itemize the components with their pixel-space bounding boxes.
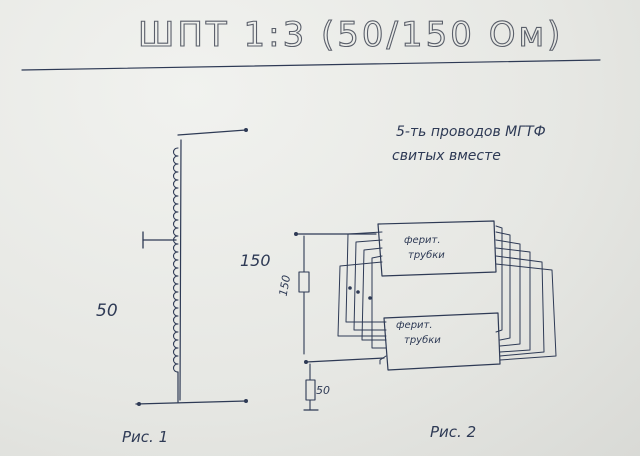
ground-line (135, 400, 247, 405)
ferrite-tube-top (377, 220, 497, 277)
wire-note-line1: 5-ть проводов МГТФ (396, 124, 546, 140)
ground-right-dot (244, 399, 248, 403)
resistor-150-value: 150 (277, 274, 293, 297)
page-title: ШПТ 1:3 (50/150 Ом) (138, 15, 563, 55)
low-impedance-label: 50 (96, 301, 118, 321)
ground-left-dot (137, 402, 141, 406)
junction-dot (348, 286, 352, 290)
tube-top-line2: трубки (408, 249, 445, 261)
tube-bottom-line2: трубки (404, 334, 441, 346)
figure-1-caption: Рис. 1 (122, 428, 168, 446)
resistor-150 (298, 271, 310, 293)
tube-top-line1: ферит. (404, 235, 441, 246)
junction-dot (368, 296, 372, 300)
low-terminal-dot (304, 360, 308, 364)
high-impedance-label: 150 (240, 251, 271, 270)
high-terminal-dot (294, 232, 298, 236)
winding-coil (172, 147, 179, 373)
tube-bottom-line1: ферит. (396, 320, 433, 331)
ferrite-tube-bottom (383, 312, 501, 371)
title-underline (21, 59, 601, 71)
top-terminal-dot (244, 128, 248, 132)
figure-2-caption: Рис. 2 (430, 423, 476, 441)
wire-note-line2: свитых вместе (392, 148, 501, 164)
junction-dot (356, 290, 360, 294)
wire-loops (337, 225, 557, 365)
resistor-50 (305, 379, 316, 401)
core-line (179, 139, 182, 401)
low-side-lead (305, 357, 385, 363)
figure-2-tlt: 5-ть проводов МГТФ свитых вместе ферит. … (240, 124, 557, 441)
resistor-50-value: 50 (316, 384, 330, 397)
figure-1-autotransformer: 50 Рис. 1 (96, 128, 248, 446)
top-lead (177, 129, 247, 136)
